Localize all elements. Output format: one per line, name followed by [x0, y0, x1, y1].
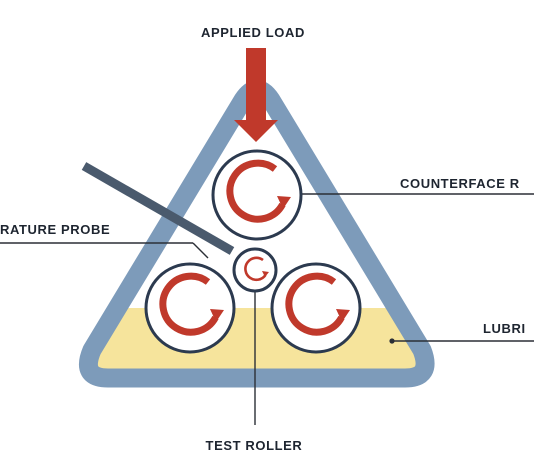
- label-test-roller: TEST ROLLER: [206, 438, 303, 453]
- lubricant-bath: [88, 308, 426, 378]
- clockwise-rotation-icon: [244, 256, 269, 282]
- counterface-roller-top: [211, 149, 303, 241]
- label-temperature-probe: RATURE PROBE: [0, 222, 110, 237]
- temperature-probe-leader-line-angled: [192, 242, 209, 259]
- label-lubricant: LUBRI: [483, 321, 526, 336]
- label-counterface: COUNTERFACE R: [400, 176, 520, 191]
- label-applied-load: APPLIED LOAD: [201, 25, 305, 40]
- down-arrow-icon: [234, 48, 278, 142]
- temperature-probe-rod: [81, 162, 235, 255]
- test-roller: [232, 247, 278, 293]
- lubricant-leader-dot: [389, 338, 395, 344]
- clockwise-rotation-icon: [226, 159, 291, 223]
- clockwise-rotation-icon: [159, 272, 224, 336]
- clockwise-rotation-icon: [285, 272, 350, 336]
- counterface-roller-bottom-left: [144, 262, 236, 354]
- counterface-roller-bottom-right: [270, 262, 362, 354]
